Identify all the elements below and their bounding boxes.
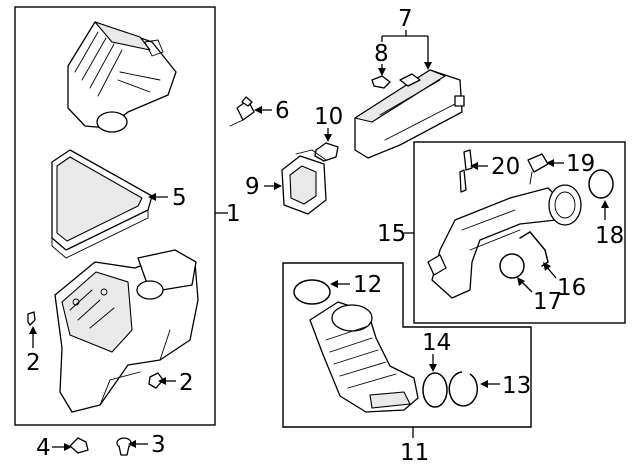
- callout-10: 10: [314, 104, 343, 130]
- air-filter-element[interactable]: [51, 149, 153, 259]
- sensor-20[interactable]: [459, 149, 473, 193]
- intake-duct[interactable]: [309, 301, 419, 413]
- air-cleaner-cover[interactable]: [67, 21, 177, 133]
- clip-4[interactable]: [69, 437, 89, 454]
- callout-14: 14: [422, 330, 451, 356]
- o-ring-17[interactable]: [499, 253, 525, 279]
- bracket-9[interactable]: [281, 149, 327, 215]
- callout-17: 17: [533, 289, 562, 315]
- seal-14[interactable]: [422, 372, 448, 408]
- callout-labels: 1 2 2 3 4 5 6 7 8 9 10 11 12 13 14 15 16…: [26, 6, 624, 466]
- callout-11: 11: [400, 440, 429, 466]
- group-box-11: [282, 262, 532, 428]
- callout-1: 1: [226, 201, 241, 227]
- callout-3: 3: [151, 432, 166, 458]
- sensor-19[interactable]: [527, 153, 549, 185]
- air-cleaner-housing[interactable]: [54, 249, 199, 413]
- callout-9: 9: [245, 174, 260, 200]
- resonator[interactable]: [354, 69, 465, 159]
- callout-20: 20: [491, 154, 520, 180]
- callout-13: 13: [502, 373, 531, 399]
- callout-8: 8: [374, 41, 389, 67]
- outlet-tube[interactable]: [427, 184, 582, 299]
- callout-15: 15: [377, 221, 406, 247]
- callout-19: 19: [566, 151, 595, 177]
- group-box-1: [14, 6, 216, 426]
- clip-16[interactable]: [519, 231, 549, 267]
- clip-2b[interactable]: [148, 372, 164, 389]
- cap-8[interactable]: [371, 75, 391, 89]
- callout-2a: 2: [26, 350, 41, 376]
- callout-12: 12: [353, 272, 382, 298]
- clamp-13[interactable]: [448, 371, 478, 407]
- callout-16: 16: [557, 275, 586, 301]
- cap-10[interactable]: [314, 142, 339, 162]
- hose-clamp-12[interactable]: [293, 279, 331, 305]
- seal-18[interactable]: [588, 169, 614, 199]
- callout-5: 5: [172, 185, 187, 211]
- clip-2a[interactable]: [27, 311, 36, 326]
- callout-2b: 2: [179, 370, 194, 396]
- callout-18: 18: [595, 223, 624, 249]
- callout-6: 6: [275, 98, 290, 124]
- leader-lines: [29, 30, 609, 451]
- grommet-3[interactable]: [116, 437, 132, 456]
- callout-4: 4: [36, 435, 51, 461]
- sensor-6[interactable]: [229, 96, 255, 127]
- callout-7: 7: [398, 6, 413, 32]
